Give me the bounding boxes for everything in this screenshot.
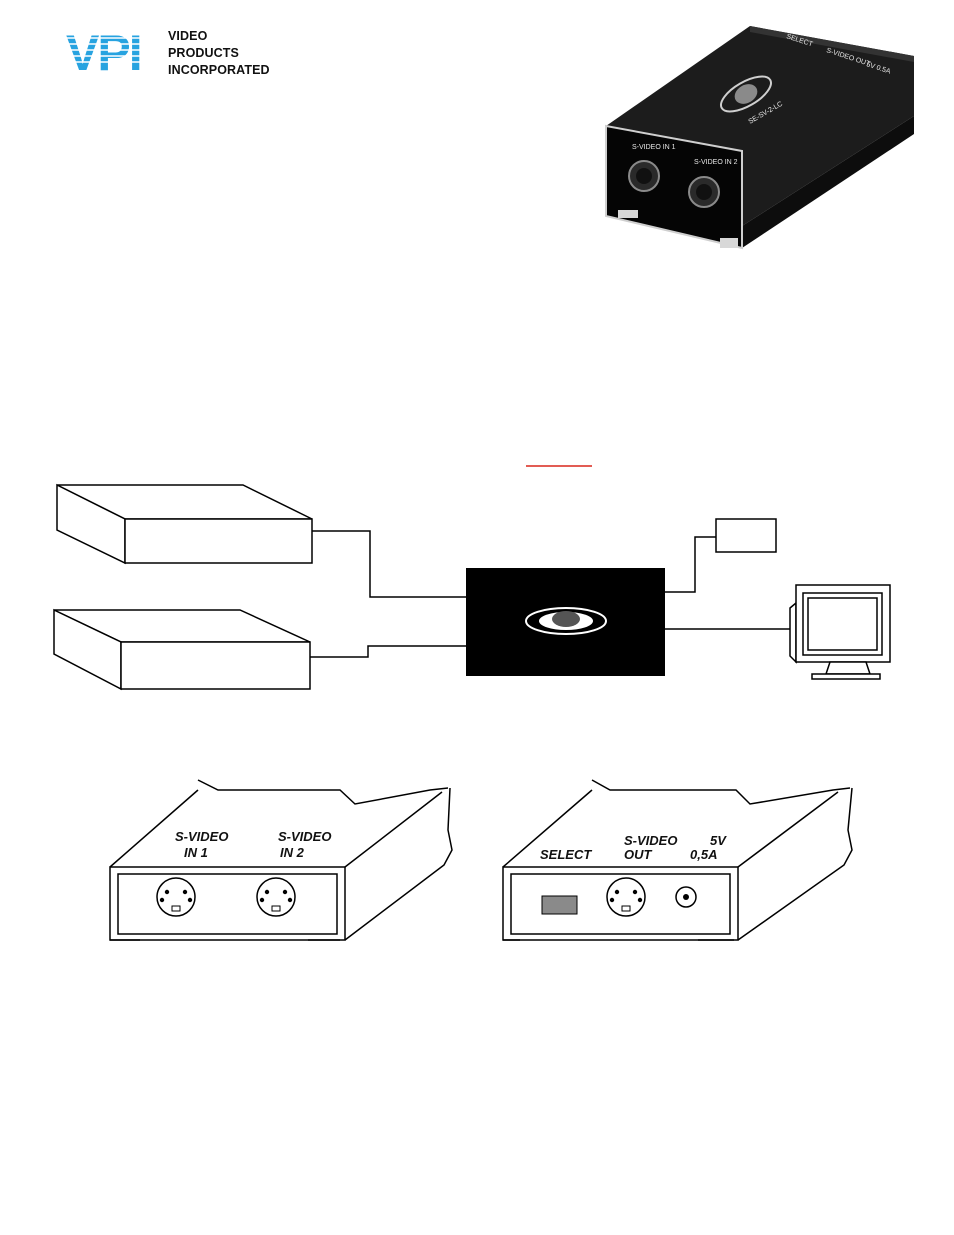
source-device-1: [56, 483, 313, 565]
power-jack: [675, 886, 697, 908]
connection-diagram: [53, 465, 891, 691]
rear-label-select: SELECT: [540, 847, 592, 862]
front-label-in2-line1: S-VIDEO: [278, 829, 331, 844]
rear-label-power-line2: 0,5A: [690, 847, 717, 862]
power-adapter: [715, 518, 777, 553]
vpi-logo-letters: VPI: [66, 26, 141, 78]
front-label-in2-line2: IN 2: [280, 845, 305, 860]
cables: [310, 530, 790, 658]
logo-line-incorporated: INCORPORATED: [168, 63, 270, 77]
cable-in2: [310, 645, 466, 658]
front-label-in1-line2: IN 1: [184, 845, 208, 860]
cable-power: [665, 536, 716, 593]
vpi-logo: VPI VIDEO PRODUCTS INCORPORATED: [64, 25, 284, 81]
switch-logo: [525, 607, 607, 635]
photo-foot-right: [720, 238, 738, 248]
rear-label-out-line2: OUT: [624, 847, 653, 862]
front-label-in1-line1: S-VIDEO: [175, 829, 228, 844]
rear-panel: SELECT S-VIDEO OUT 5V 0,5A: [502, 779, 853, 941]
photo-foot-left: [618, 210, 638, 218]
source-device-2: [53, 608, 311, 691]
photo-top-logo: [720, 75, 772, 113]
photo-label-in2: S-VIDEO IN 2: [694, 159, 738, 166]
product-photo: S-VIDEO IN 1 S-VIDEO IN 2 SE-SV-2-LC SEL…: [605, 26, 914, 250]
switch-side: [742, 116, 914, 248]
panel-drawings: S-VIDEO IN 1 S-VIDEO IN 2 S: [109, 779, 853, 941]
rear-label-power-line1: 5V: [710, 833, 727, 848]
front-panel: S-VIDEO IN 1 S-VIDEO IN 2: [109, 779, 453, 941]
logo-line-products: PRODUCTS: [168, 46, 239, 60]
logo-line-video: VIDEO: [168, 29, 208, 43]
monitor: [789, 584, 891, 680]
vpi-logo-mark: VPI: [64, 25, 164, 81]
rear-svideo-out-connector: [606, 877, 646, 917]
cable-in1: [312, 530, 466, 598]
front-svideo-in1-connector: [156, 877, 196, 917]
photo-label-in1: S-VIDEO IN 1: [632, 144, 676, 151]
vpi-logo-wordmark: VIDEO PRODUCTS INCORPORATED: [168, 28, 270, 79]
select-button[interactable]: [541, 895, 578, 915]
switch-front-face: [605, 124, 743, 250]
rear-label-out-line1: S-VIDEO: [624, 833, 677, 848]
front-svideo-in2-connector: [256, 877, 296, 917]
